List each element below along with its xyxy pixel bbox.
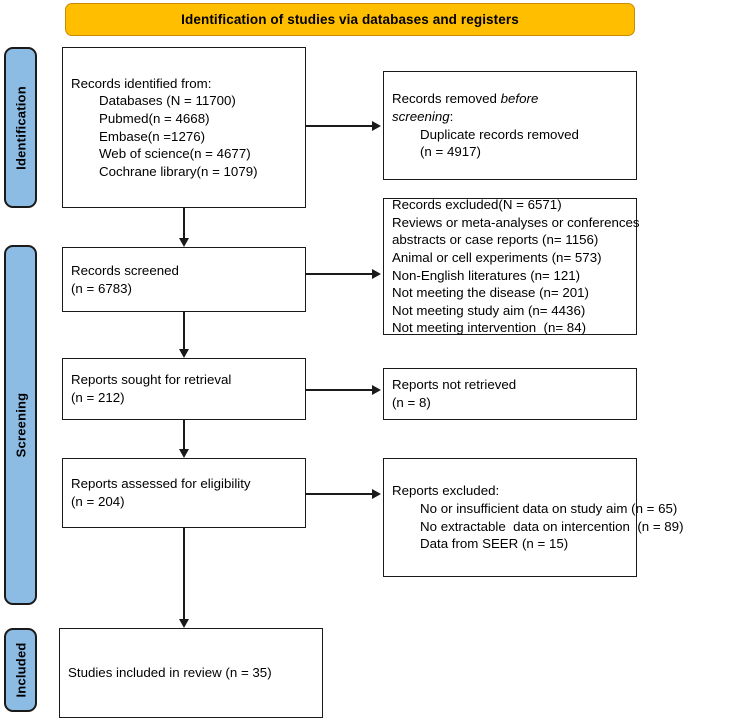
- records-excluded-line: Reviews or meta-analyses or conferences: [392, 214, 640, 230]
- connector-screened-to-excluded: [306, 273, 372, 275]
- box-records-excluded: Records excluded(N = 6571) Reviews or me…: [383, 197, 640, 336]
- arrowhead-assessed-to-included: [178, 619, 189, 628]
- records-identified-item: Databases (N = 11700): [99, 93, 236, 109]
- box-reports-not-retrieved: Reports not retrieved (n = 8): [383, 368, 637, 420]
- studies-included-line-1: Studies included in review (n = 35): [68, 665, 272, 681]
- connector-identified-to-removed: [306, 125, 372, 127]
- reports-sought-line-1: Reports sought for retrieval: [71, 372, 232, 388]
- phase-bar-included: Included: [4, 628, 37, 712]
- connector-identified-to-screened: [183, 208, 185, 238]
- records-identified-item: Cochrane library(n = 1079): [99, 163, 258, 179]
- records-removed-item: (n = 4917): [420, 144, 481, 160]
- records-identified-item: Web of science(n = 4677): [99, 146, 251, 162]
- records-identified-heading: Records identified from:: [71, 75, 212, 91]
- connector-sought-to-not-retrieved: [306, 389, 372, 391]
- records-excluded-line: Not meeting intervention (n= 84): [392, 320, 587, 336]
- records-removed-line-1: Records removed before: [392, 90, 628, 108]
- box-reports-sought: Reports sought for retrieval (n = 212): [62, 358, 306, 420]
- box-reports-assessed: Reports assessed for eligibility (n = 20…: [62, 458, 306, 528]
- records-removed-emphasis: screening: [392, 108, 450, 124]
- reports-excluded-item: No or insufficient data on study aim (n …: [420, 500, 678, 516]
- reports-not-retrieved-line-2: (n = 8): [392, 395, 431, 410]
- reports-excluded-item: Data from SEER (n = 15): [420, 536, 569, 552]
- arrowhead-sought-to-assessed: [178, 449, 189, 458]
- arrowhead-identified-to-removed: [372, 120, 381, 131]
- connector-assessed-to-included: [183, 528, 185, 619]
- box-studies-included: Studies included in review (n = 35): [59, 628, 323, 718]
- records-identified-item: Embase(n =1276): [99, 128, 206, 144]
- records-removed-emphasis: before: [500, 91, 539, 107]
- connector-assessed-to-excluded: [306, 493, 372, 495]
- connector-screened-to-sought: [183, 312, 185, 349]
- reports-excluded-item: No extractable data on intercention (n =…: [420, 518, 684, 534]
- box-records-identified: Records identified from: Databases (N = …: [62, 47, 306, 208]
- box-records-screened: Records screened (n = 6783): [62, 247, 306, 312]
- phase-label-identification: Identification: [13, 85, 28, 170]
- records-excluded-line: Not meeting the disease (n= 201): [392, 285, 589, 301]
- records-removed-item: Duplicate records removed: [420, 126, 579, 142]
- records-excluded-line: Records excluded(N = 6571): [392, 197, 562, 213]
- records-screened-line-1: Records screened: [71, 262, 179, 278]
- reports-not-retrieved-line-1: Reports not retrieved: [392, 377, 517, 393]
- records-excluded-line: Non-English literatures (n= 121): [392, 267, 581, 283]
- phase-bar-identification: Identification: [4, 47, 37, 208]
- phase-label-screening: Screening: [13, 392, 28, 458]
- arrowhead-sought-to-not-retrieved: [372, 384, 381, 395]
- phase-label-included: Included: [13, 642, 28, 698]
- diagram-banner-title: Identification of studies via databases …: [65, 3, 635, 36]
- records-removed-text: :: [449, 108, 454, 124]
- records-identified-item: Pubmed(n = 4668): [99, 110, 210, 126]
- box-reports-excluded: Reports excluded: No or insufficient dat…: [383, 458, 684, 577]
- connector-sought-to-assessed: [183, 420, 185, 449]
- records-excluded-line: Animal or cell experiments (n= 573): [392, 249, 602, 265]
- arrowhead-assessed-to-excluded: [372, 488, 381, 499]
- arrowhead-identified-to-screened: [178, 238, 189, 247]
- box-records-removed: Records removed before screening: Duplic…: [383, 71, 637, 180]
- reports-assessed-line-2: (n = 204): [71, 494, 125, 509]
- records-removed-line-2: screening:: [392, 108, 628, 126]
- records-excluded-line: Not meeting study aim (n= 4436): [392, 302, 586, 318]
- records-screened-line-2: (n = 6783): [71, 280, 132, 296]
- arrowhead-screened-to-excluded: [372, 268, 381, 279]
- records-excluded-line: abstracts or case reports (n= 1156): [392, 232, 599, 248]
- reports-sought-line-2: (n = 212): [71, 390, 125, 405]
- reports-assessed-line-1: Reports assessed for eligibility: [71, 476, 251, 492]
- arrowhead-screened-to-sought: [178, 349, 189, 358]
- reports-excluded-heading: Reports excluded:: [392, 483, 500, 499]
- phase-bar-screening: Screening: [4, 245, 37, 605]
- records-removed-text: Records removed: [392, 91, 501, 107]
